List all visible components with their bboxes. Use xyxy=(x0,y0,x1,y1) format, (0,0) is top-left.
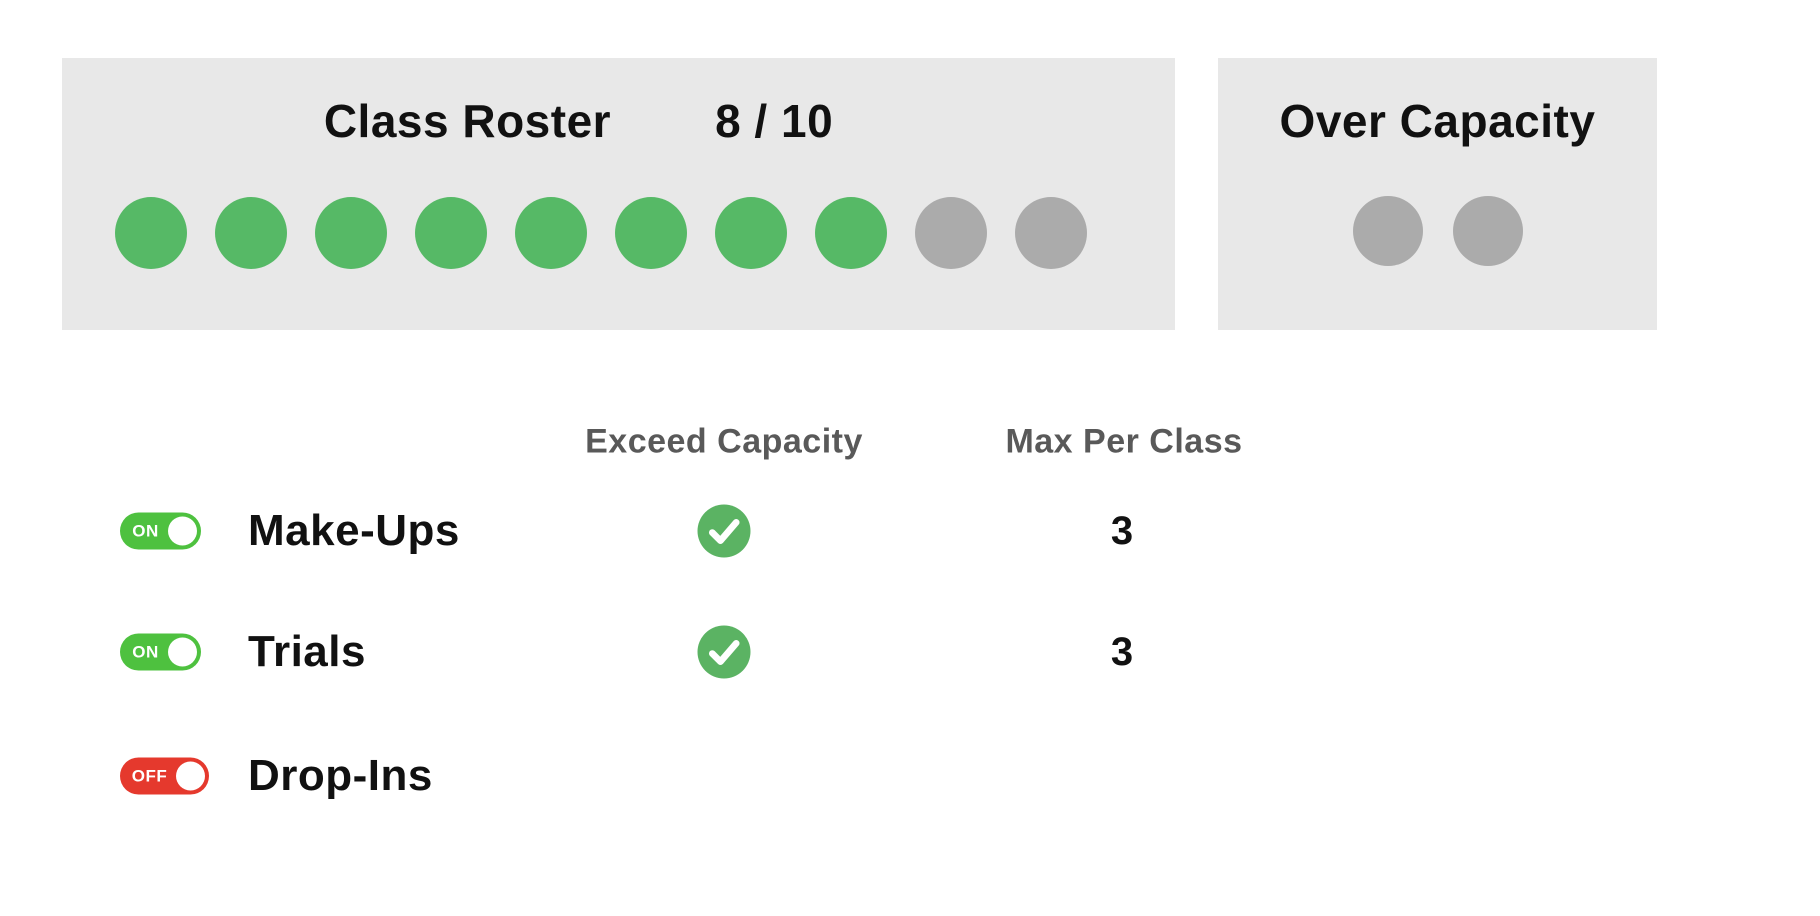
roster-filled-dot xyxy=(715,197,787,269)
over-capacity-header: Over Capacity xyxy=(1218,58,1657,147)
trials-max-per-class-value: 3 xyxy=(1110,630,1134,674)
toggle-state-label: OFF xyxy=(131,766,168,785)
roster-count: 8 / 10 xyxy=(715,95,834,147)
toggle-state-label: ON xyxy=(132,521,159,540)
make-ups-toggle[interactable]: ON xyxy=(120,512,201,550)
roster-filled-dot xyxy=(115,197,187,269)
setting-row-make-ups: ON Make-Ups 3 xyxy=(0,499,1820,563)
toggle-knob[interactable] xyxy=(168,637,197,667)
class-roster-panel: Class Roster 8 / 10 xyxy=(62,58,1175,330)
trials-exceed-capacity-cell xyxy=(697,625,751,679)
roster-empty-dot xyxy=(915,197,987,269)
column-header-exceed-capacity: Exceed Capacity xyxy=(585,422,863,461)
check-icon xyxy=(697,504,751,558)
make-ups-exceed-capacity-cell xyxy=(697,504,751,558)
over-capacity-dot xyxy=(1453,196,1523,266)
make-ups-max-per-class-value: 3 xyxy=(1110,509,1134,553)
drop-ins-exceed-capacity-cell xyxy=(698,750,751,803)
over-capacity-dot xyxy=(1353,196,1423,266)
setting-row-trials: ON Trials 3 xyxy=(0,620,1820,684)
toggle-state-label: ON xyxy=(132,642,159,661)
make-ups-label: Make-Ups xyxy=(248,506,460,555)
roster-filled-dot xyxy=(415,197,487,269)
toggle-knob[interactable] xyxy=(176,761,205,791)
roster-filled-dot xyxy=(215,197,287,269)
roster-dots xyxy=(115,197,1087,269)
setting-row-drop-ins: OFF Drop-Ins xyxy=(0,744,1820,808)
roster-filled-dot xyxy=(515,197,587,269)
class-roster-header: Class Roster 8 / 10 xyxy=(22,58,1135,147)
trials-label: Trials xyxy=(248,627,366,676)
roster-filled-dot xyxy=(615,197,687,269)
over-capacity-panel: Over Capacity xyxy=(1218,58,1657,330)
trials-toggle[interactable]: ON xyxy=(120,633,201,671)
drop-ins-label: Drop-Ins xyxy=(248,751,433,800)
class-roster-title: Class Roster xyxy=(323,95,612,147)
column-header-max-per-class: Max Per Class xyxy=(1005,422,1243,461)
over-capacity-dots xyxy=(1353,196,1523,266)
roster-filled-dot xyxy=(815,197,887,269)
roster-filled-dot xyxy=(315,197,387,269)
toggle-knob[interactable] xyxy=(168,516,197,546)
drop-ins-toggle[interactable]: OFF xyxy=(120,757,209,795)
over-capacity-title: Over Capacity xyxy=(1279,95,1596,147)
check-icon xyxy=(697,625,751,679)
roster-empty-dot xyxy=(1015,197,1087,269)
